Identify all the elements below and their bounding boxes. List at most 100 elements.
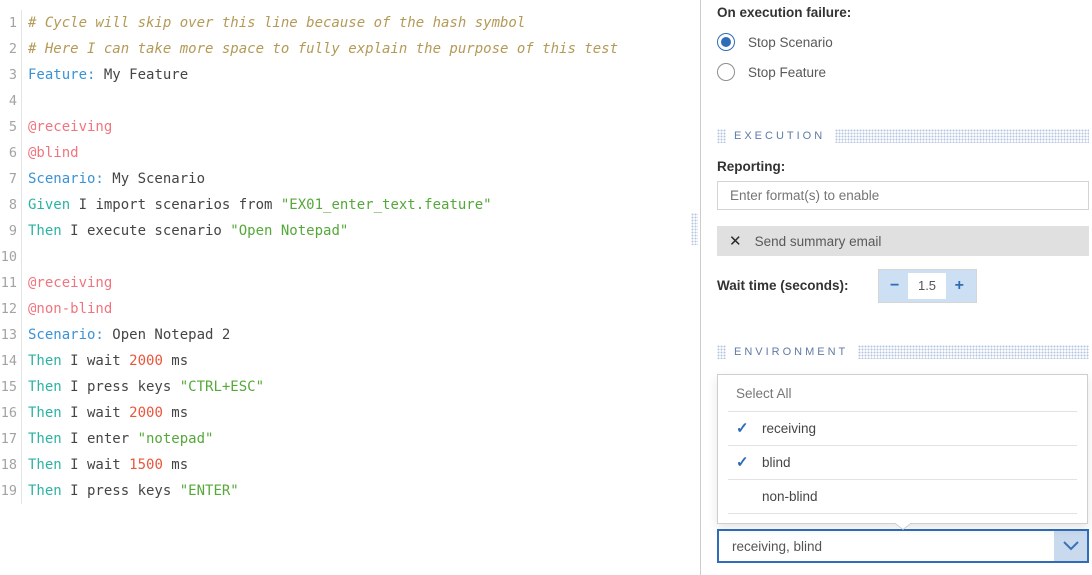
summary-email-chip[interactable]: ✕ Send summary email — [717, 226, 1089, 256]
section-execution: EXECUTION — [717, 129, 1089, 143]
code-segment-plain: Open Notepad 2 — [103, 327, 231, 343]
code-text: @blind — [22, 140, 79, 166]
section-environment: ENVIRONMENT — [717, 345, 1089, 359]
code-text: @non-blind — [22, 296, 112, 322]
wait-time-value[interactable]: 1.5 — [907, 273, 947, 299]
line-number: 17 — [0, 426, 22, 452]
reporting-label: Reporting: — [717, 159, 786, 174]
dropdown-item-non-blind[interactable]: non-blind — [718, 479, 1087, 513]
code-segment-plain: ms — [162, 353, 189, 369]
pane-divider[interactable] — [700, 0, 701, 575]
line-number: 15 — [0, 374, 22, 400]
close-icon[interactable]: ✕ — [729, 233, 742, 250]
editor-line[interactable]: 6 @blind — [0, 140, 700, 166]
dropdown-item-receiving[interactable]: ✓receiving — [718, 411, 1087, 445]
editor-line[interactable]: 1# Cycle will skip over this line becaus… — [0, 10, 700, 36]
editor-line[interactable]: 10 — [0, 244, 700, 270]
code-segment-number: 2000 — [129, 353, 163, 369]
dropdown-notch — [893, 521, 912, 530]
code-segment-step: Then — [28, 483, 62, 499]
failure-label: On execution failure: — [717, 5, 852, 20]
editor-line[interactable]: 4 — [0, 88, 700, 114]
dropdown-item-select-all[interactable]: Select All — [718, 375, 1087, 411]
editor-line[interactable]: 12 @non-blind — [0, 296, 700, 322]
code-text: Feature: My Feature — [22, 62, 188, 88]
code-segment-step: Then — [28, 379, 62, 395]
line-number: 2 — [0, 36, 22, 62]
code-segment-step: Then — [28, 431, 62, 447]
line-number: 19 — [0, 478, 22, 504]
increment-button[interactable]: + — [946, 273, 972, 299]
code-text: @receiving — [22, 114, 112, 140]
splitter-grip[interactable] — [691, 213, 698, 245]
code-segment-string: "EX01_enter_text.feature" — [280, 197, 492, 213]
checkmark-icon: ✓ — [736, 420, 749, 437]
code-text: Scenario: Open Notepad 2 — [22, 322, 230, 348]
radio-unselected-icon — [717, 63, 735, 81]
code-text: # Here I can take more space to fully ex… — [22, 36, 618, 62]
code-segment-step: Then — [28, 353, 62, 369]
dotted-texture-bar — [835, 129, 1089, 143]
feature-editor[interactable]: 1# Cycle will skip over this line becaus… — [0, 0, 700, 575]
line-number: 12 — [0, 296, 22, 322]
dropdown-item-blind[interactable]: ✓blind — [718, 445, 1087, 479]
dropdown-item-label: non-blind — [762, 488, 818, 504]
line-number: 9 — [0, 218, 22, 244]
dropdown-separator — [728, 513, 1077, 514]
dotted-texture-bar — [858, 345, 1089, 359]
code-segment-plain: I wait — [61, 405, 130, 421]
dotted-texture-icon — [717, 129, 726, 143]
decrement-button[interactable]: − — [882, 273, 908, 299]
code-segment-plain: ms — [162, 405, 189, 421]
reporting-input[interactable] — [717, 181, 1089, 210]
editor-line[interactable]: 5 @receiving — [0, 114, 700, 140]
code-text: # Cycle will skip over this line because… — [22, 10, 525, 36]
line-number: 5 — [0, 114, 22, 140]
dropdown-item-label: blind — [762, 454, 791, 470]
code-text: Then I press keys "CTRL+ESC" — [22, 374, 264, 400]
code-segment-keyword: Feature: — [28, 67, 96, 83]
code-segment-keyword: Scenario: — [28, 171, 104, 187]
environment-tags-combobox[interactable]: receiving, blind — [717, 529, 1089, 563]
editor-line[interactable]: 11@receiving — [0, 270, 700, 296]
code-text — [22, 88, 28, 114]
radio-label: Stop Feature — [748, 64, 827, 80]
code-text: Then I wait 2000 ms — [22, 348, 188, 374]
code-segment-tag: @non-blind — [28, 301, 113, 317]
code-segment-number: 1500 — [129, 457, 163, 473]
code-segment-step: Then — [28, 457, 62, 473]
code-text: Given I import scenarios from "EX01_ente… — [22, 192, 492, 218]
chevron-down-icon[interactable] — [1054, 531, 1087, 561]
line-number: 16 — [0, 400, 22, 426]
line-number: 10 — [0, 244, 22, 270]
code-text: @receiving — [22, 270, 112, 296]
radio-stop-feature[interactable]: Stop Feature — [717, 62, 1089, 82]
line-number: 6 — [0, 140, 22, 166]
code-segment-step: Given — [28, 197, 71, 213]
code-segment-tag: @receiving — [28, 275, 113, 291]
code-segment-plain: I import scenarios from — [70, 197, 281, 213]
wait-time-stepper: − 1.5 + — [877, 269, 977, 303]
radio-stop-scenario[interactable]: Stop Scenario — [717, 32, 1089, 52]
code-segment-tag: @blind — [28, 145, 79, 161]
code-segment-step: Then — [28, 405, 62, 421]
code-segment-string: "CTRL+ESC" — [179, 379, 265, 395]
code-segment-tag: @receiving — [28, 119, 113, 135]
section-environment-label: ENVIRONMENT — [734, 346, 849, 358]
editor-line[interactable]: 2# Here I can take more space to fully e… — [0, 36, 700, 62]
code-segment-plain: I execute scenario — [61, 223, 231, 239]
code-segment-plain: My Feature — [95, 67, 189, 83]
wait-time-row: Wait time (seconds): − 1.5 + — [717, 269, 1089, 303]
